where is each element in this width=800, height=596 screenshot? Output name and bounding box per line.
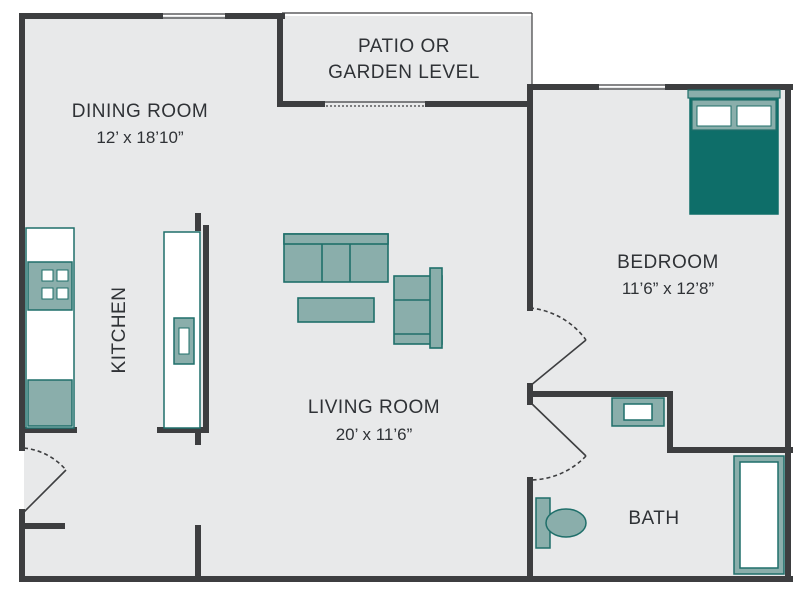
windows (160, 12, 668, 107)
coffee-table-icon (297, 297, 375, 323)
patio-label-line2: GARDEN LEVEL (328, 62, 480, 83)
patio-label-line1: PATIO OR (358, 36, 450, 57)
toilet-icon (545, 508, 587, 538)
kitchen-fixtures (25, 227, 201, 429)
sink-basin (178, 327, 190, 355)
doors (23, 307, 587, 513)
walls (19, 13, 793, 582)
door-leaf (529, 401, 587, 457)
dining-room-label: DINING ROOM (72, 101, 208, 122)
living-room-dimensions: 20’ x 11’6” (336, 425, 413, 444)
bed-icon (687, 89, 781, 215)
bath-label: BATH (628, 508, 679, 529)
pillow-icon (696, 105, 732, 127)
stove-burners (41, 269, 69, 300)
main-floor (24, 16, 532, 579)
living-room-label: LIVING ROOM (308, 397, 440, 418)
stove-icon (27, 261, 73, 311)
bedroom-dimensions: 11’6” x 12’8” (622, 279, 715, 298)
kitchen-label: KITCHEN (109, 287, 130, 374)
sofa-back (283, 233, 389, 245)
bathtub-basin (739, 461, 779, 569)
door-leaf (23, 469, 67, 513)
vanity-basin (623, 403, 653, 421)
door-swing (23, 447, 67, 471)
floor-areas (24, 16, 788, 579)
bedroom-label: BEDROOM (617, 252, 719, 273)
living-furniture (283, 233, 443, 349)
armchair-back (429, 267, 443, 349)
patio-floor (282, 16, 532, 104)
pillow-icon (736, 105, 772, 127)
door-swing (529, 307, 587, 341)
dining-room-dimensions: 12’ x 18’10” (96, 128, 184, 147)
door-leaf (529, 339, 587, 387)
bath-fixtures (535, 397, 785, 575)
refrigerator-icon (27, 379, 73, 427)
door-swing (529, 455, 587, 481)
